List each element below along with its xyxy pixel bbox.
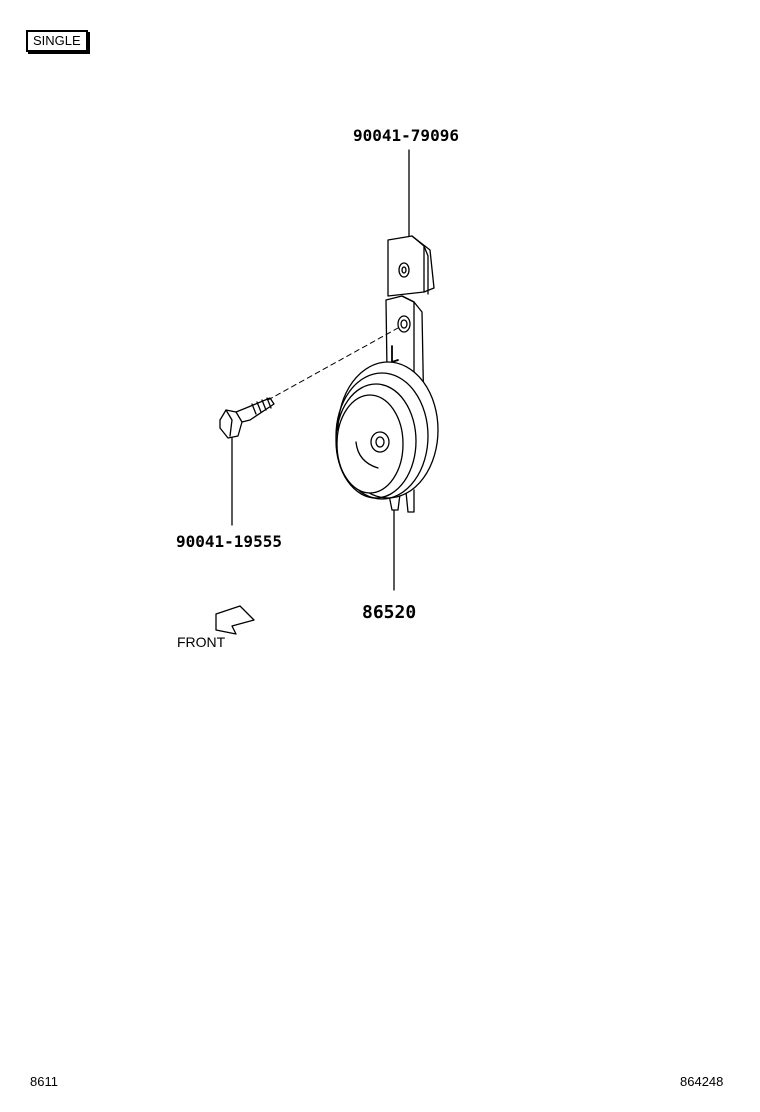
variant-badge: SINGLE	[26, 30, 88, 52]
bolt-part-number[interactable]: 90041-19555	[176, 532, 282, 551]
front-direction-label: FRONT	[177, 634, 226, 650]
front-arrow-icon	[215, 605, 255, 635]
horn-part-number[interactable]: 86520	[362, 602, 417, 623]
horn-part-icon	[335, 361, 439, 513]
footer-illustration-id: 864248	[680, 1074, 724, 1089]
clip-part-number[interactable]: 90041-79096	[353, 126, 459, 145]
footer-figure-code: 8611	[30, 1074, 58, 1089]
assembly-dashed-line	[267, 327, 399, 401]
bolt-part-icon	[219, 397, 275, 439]
clip-part-icon	[387, 235, 435, 297]
